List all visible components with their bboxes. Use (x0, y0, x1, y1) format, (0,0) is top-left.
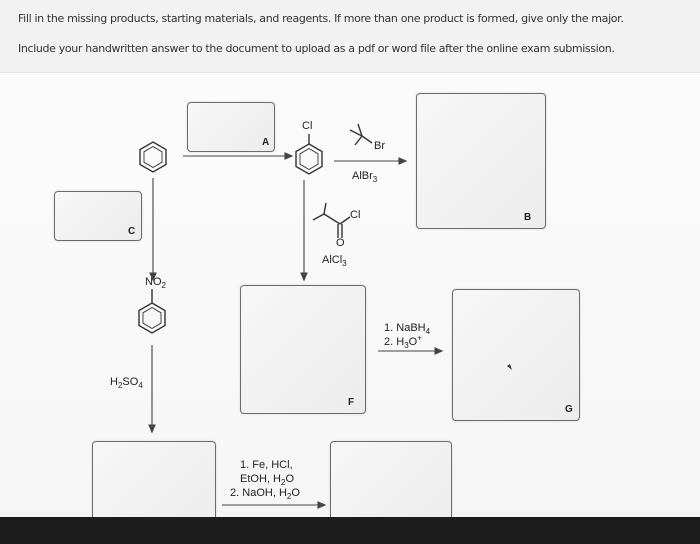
reagent-albr3: AlBr3 (352, 170, 378, 185)
answer-box-B[interactable] (416, 93, 546, 229)
answer-box-A[interactable] (187, 102, 275, 152)
answer-box-C[interactable] (54, 191, 142, 241)
acyl-chloride-cl-label: Cl (350, 209, 361, 221)
arrow-F-to-G (378, 347, 444, 355)
label-B: B (524, 212, 532, 223)
chloro-substituent-label: Cl (302, 120, 313, 132)
nitro-group-label: NO2 (145, 276, 166, 291)
acyl-oxygen-label: O (336, 237, 345, 249)
reagent-alcl3: AlCl3 (322, 254, 347, 269)
cursor-mark (507, 364, 512, 370)
chlorobenzene (295, 134, 323, 175)
tert-butyl-bromide (349, 123, 373, 146)
instructions-line-2: Include your handwritten answer to the d… (18, 42, 615, 55)
divider (0, 72, 700, 73)
arrow-chlorobenzene-to-B (334, 157, 408, 165)
reagent-nabh4-step2: 2. H3O+ (384, 333, 422, 351)
arrow-nitrobenzene-down (148, 345, 156, 434)
instructions-line-1: Fill in the missing products, starting m… (18, 12, 624, 25)
answer-box-F[interactable] (240, 285, 366, 414)
arrow-benzene-to-chlorobenzene (183, 152, 294, 160)
reagent-fe-step1-cont: EtOH, H2O (240, 473, 295, 488)
bromide-label: Br (374, 140, 385, 152)
benzene-ring-start (139, 141, 167, 173)
reagent-nabh4-step1: 1. NaBH4 (384, 322, 431, 337)
answer-box-G[interactable] (452, 289, 580, 421)
arrow-fe-reduction (222, 501, 327, 509)
isobutyryl-chloride (312, 202, 351, 238)
arrow-chlorobenzene-to-F (300, 180, 308, 282)
reagent-fe-step1: 1. Fe, HCl, (240, 459, 293, 471)
label-A: A (262, 137, 270, 148)
nitrobenzene (138, 289, 166, 334)
label-C: C (128, 226, 136, 237)
label-F: F (348, 397, 355, 408)
reagent-h2so4: H2SO4 (110, 376, 143, 391)
bottom-bar (0, 517, 700, 544)
arrow-benzene-down (149, 178, 157, 282)
label-G: G (565, 404, 573, 415)
reagent-fe-step2: 2. NaOH, H2O (230, 487, 300, 502)
